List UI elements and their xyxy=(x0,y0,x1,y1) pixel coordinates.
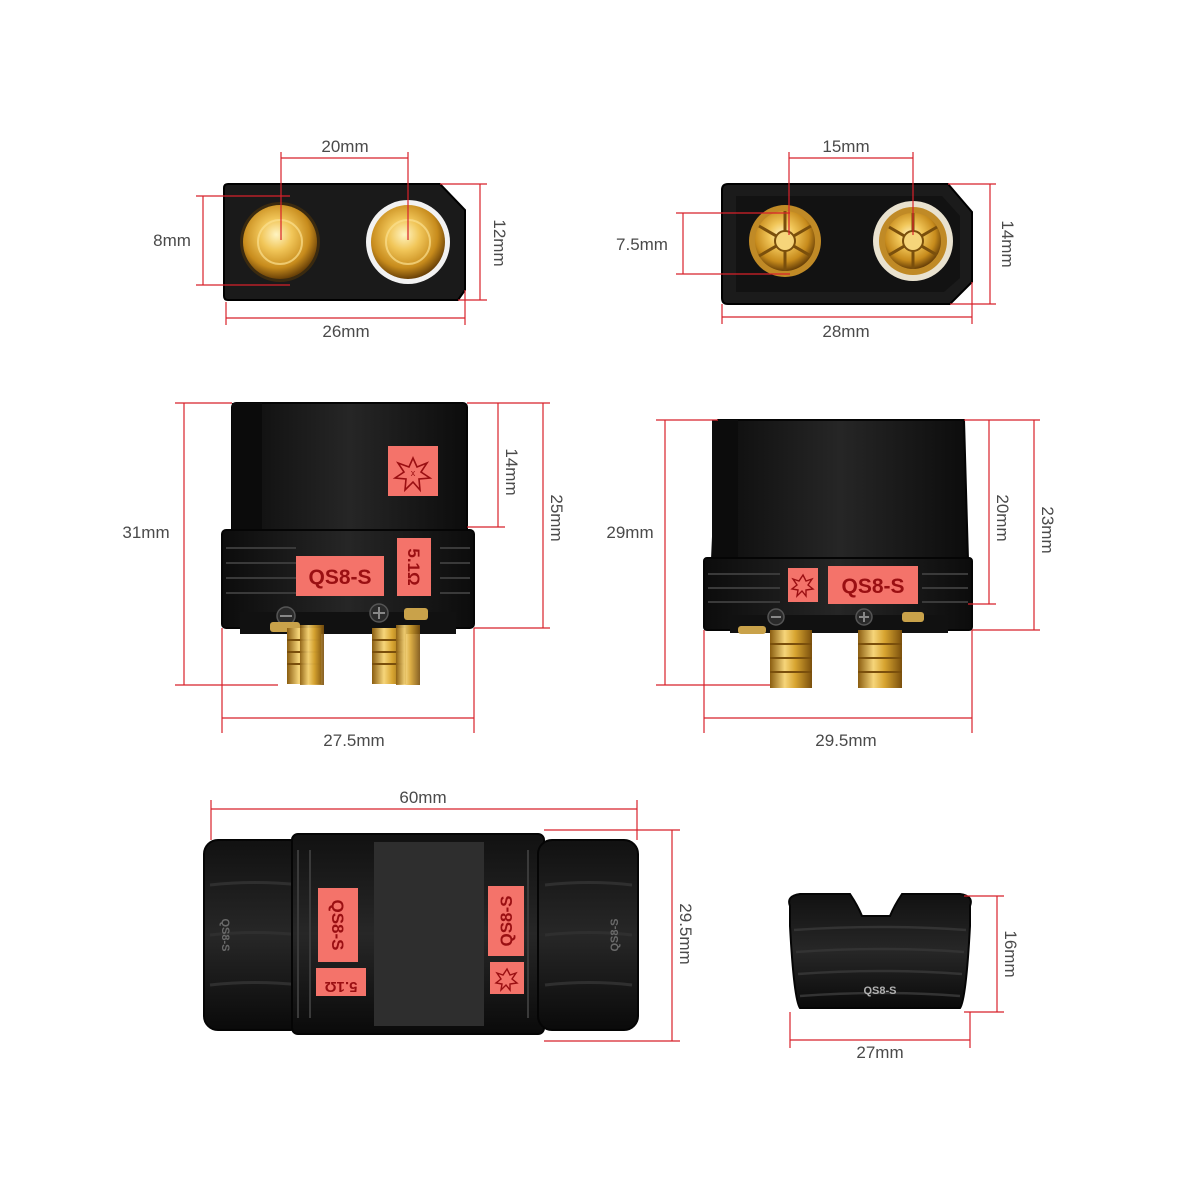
male-side-model-text: QS8-S xyxy=(841,575,904,598)
male-side-pin-left xyxy=(770,630,812,688)
male-front-width-label: 28mm xyxy=(822,322,869,341)
female-side-pin-left xyxy=(287,625,324,685)
female-side-view: x QS8-S 5.1Ω xyxy=(122,402,566,750)
cap-height-label: 16mm xyxy=(1001,930,1020,977)
cap-body xyxy=(788,893,972,1009)
female-front-height-label: 12mm xyxy=(490,219,509,266)
mated-resistor-text: 5.1Ω xyxy=(325,978,358,995)
female-front-pin-dia-label: 8mm xyxy=(153,231,191,250)
mated-spark-label xyxy=(490,962,524,994)
male-side-view: QS8-S xyxy=(606,419,1057,750)
mated-model-label-a xyxy=(318,888,358,962)
male-side-spark-label xyxy=(788,568,818,602)
male-side-terminal-strip xyxy=(730,608,948,634)
cap-emboss: QS8-S xyxy=(863,985,896,997)
mated-height-label: 29.5mm xyxy=(676,903,695,964)
male-front-height-label: 14mm xyxy=(998,220,1017,267)
male-front-dimension-lines xyxy=(676,152,996,324)
mated-model-label-b xyxy=(488,886,524,956)
female-side-model-label xyxy=(296,556,384,596)
male-front-view: 15mm 7.5mm 14mm 28mm xyxy=(616,137,1017,341)
female-side-pin-right xyxy=(372,625,420,685)
female-side-spark-label xyxy=(388,446,438,496)
female-side-upper-height-label: 14mm xyxy=(502,448,521,495)
male-front-pin-dia-label: 7.5mm xyxy=(616,235,668,254)
spark-icon xyxy=(790,573,815,599)
cap-dimension-lines xyxy=(789,895,1004,1048)
cap-view: QS8-S 16mm 27mm xyxy=(788,893,1020,1062)
female-side-width-label: 27.5mm xyxy=(323,731,384,750)
male-front-pitch-label: 15mm xyxy=(822,137,869,156)
male-side-grip-ribs xyxy=(708,573,968,603)
cap-width-label: 27mm xyxy=(856,1043,903,1062)
female-front-pitch-label: 20mm xyxy=(321,137,368,156)
mated-length-label: 60mm xyxy=(399,788,446,807)
male-side-pin-right xyxy=(858,630,902,688)
female-side-total-height-label: 31mm xyxy=(122,523,169,542)
female-front-width-label: 26mm xyxy=(322,322,369,341)
svg-text:x: x xyxy=(411,468,416,478)
mated-model-text-a: QS8-S xyxy=(328,899,347,950)
mated-dimension-lines xyxy=(210,800,680,1042)
male-front-pin-right xyxy=(873,201,953,281)
female-front-dimension-lines xyxy=(196,152,487,325)
mated-pair-view: QS8-S QS8-S 5.1Ω QS8-S QS8-S 60mm xyxy=(203,788,695,1042)
male-side-dimension-lines xyxy=(656,419,1040,733)
male-side-body-height-label: 23mm xyxy=(1038,506,1057,553)
mated-resistor-label xyxy=(316,968,366,996)
mated-right-emboss: QS8-S xyxy=(609,918,621,951)
male-side-upper-height-label: 20mm xyxy=(993,494,1012,541)
mated-left-emboss: QS8-S xyxy=(219,918,231,951)
female-side-grip-ribs xyxy=(226,547,470,594)
mated-model-text-b: QS8-S xyxy=(497,895,516,946)
male-side-model-label xyxy=(828,566,918,604)
female-side-resistor-label xyxy=(397,538,431,596)
male-front-pin-left xyxy=(749,205,821,277)
male-side-total-height-label: 29mm xyxy=(606,523,653,542)
spark-icon xyxy=(494,967,519,993)
female-side-model-text: QS8-S xyxy=(308,566,371,589)
female-side-resistor-text: 5.1Ω xyxy=(404,548,423,585)
male-side-width-label: 29.5mm xyxy=(815,731,876,750)
female-side-dimension-lines xyxy=(175,402,550,733)
spark-icon: x xyxy=(392,456,433,493)
female-front-view: 20mm 8mm 12mm 26mm xyxy=(153,137,509,341)
female-side-body-height-label: 25mm xyxy=(547,494,566,541)
